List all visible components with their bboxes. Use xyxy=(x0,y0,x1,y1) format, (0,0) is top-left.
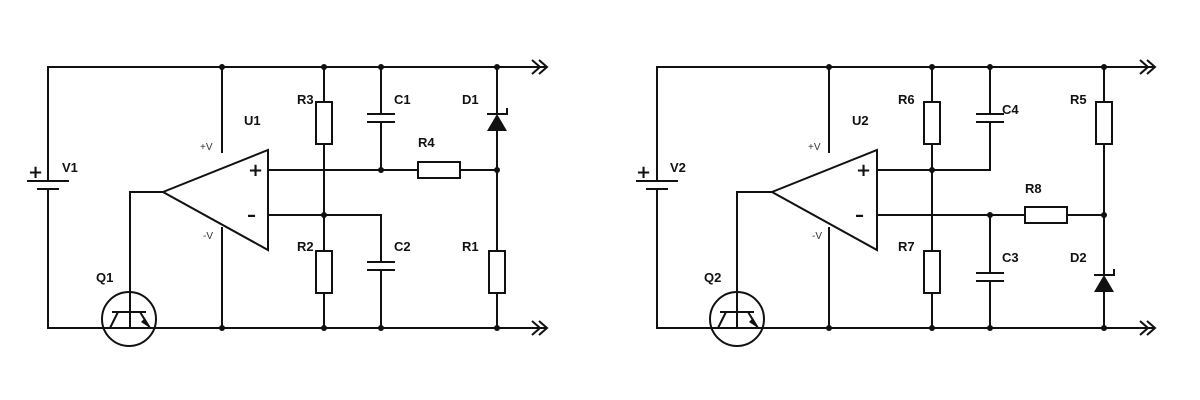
left-circuit: + V1 +V -V + – U1 Q1 R3 R2 C1 C2 xyxy=(27,59,549,347)
right-resistor-series xyxy=(1024,206,1068,224)
right-transistor-label: Q2 xyxy=(704,270,721,285)
left-battery-plus: + xyxy=(28,162,43,183)
right-transistor-icon xyxy=(709,291,765,347)
left-zener-label: D1 xyxy=(462,92,479,107)
right-resistor-right xyxy=(1095,101,1113,145)
left-resistor-series-label: R4 xyxy=(418,135,435,150)
left-resistor-series xyxy=(417,161,461,179)
left-opamp-minus-wire xyxy=(267,214,382,329)
left-transistor-icon xyxy=(101,291,157,347)
right-opamp-plus-wire xyxy=(876,121,991,171)
left-battery-label: V1 xyxy=(62,160,78,175)
left-opamp-symbol xyxy=(160,148,269,252)
right-opamp-vpos: +V xyxy=(808,142,821,153)
right-resistor-bottom xyxy=(923,250,941,294)
left-top-arrow-icon xyxy=(531,59,549,75)
left-resistor-top xyxy=(315,101,333,145)
right-zener-label: D2 xyxy=(1070,250,1087,265)
left-bottom-arrow-icon xyxy=(531,320,549,336)
right-battery-label: V2 xyxy=(670,160,686,175)
right-circuit: + V2 +V -V + – U2 Q2 R6 R7 C4 C3 xyxy=(636,59,1157,347)
right-opamp-output-wire xyxy=(736,191,773,329)
right-battery-symbol xyxy=(636,180,678,190)
left-resistor-right xyxy=(488,250,506,294)
left-cap-bottom-symbol xyxy=(367,261,395,271)
left-opamp-vneg: -V xyxy=(203,231,213,242)
right-top-arrow-icon xyxy=(1139,59,1157,75)
right-cap-bottom-symbol xyxy=(976,272,1004,282)
left-opamp-output-wire xyxy=(129,191,164,329)
left-opamp-label: U1 xyxy=(244,113,261,128)
left-transistor-label: Q1 xyxy=(96,270,113,285)
right-battery-plus: + xyxy=(636,162,651,183)
left-resistor-bottom-label: R2 xyxy=(297,239,314,254)
left-resistor-bottom xyxy=(315,250,333,294)
right-resistor-series-label: R8 xyxy=(1025,181,1042,196)
right-junctions xyxy=(826,64,1107,331)
right-cap-bottom-label: C3 xyxy=(1002,250,1019,265)
left-opamp-minus: – xyxy=(247,205,256,226)
right-resistor-top-label: R6 xyxy=(898,92,915,107)
left-battery-symbol xyxy=(27,180,69,190)
right-cap-top-symbol xyxy=(976,113,1004,123)
right-opamp-label: U2 xyxy=(852,113,869,128)
left-opamp-plus: + xyxy=(248,160,263,181)
left-resistor-top-label: R3 xyxy=(297,92,314,107)
left-cap-top-label: C1 xyxy=(394,92,411,107)
right-opamp-vneg: -V xyxy=(812,231,822,242)
right-resistor-bottom-label: R7 xyxy=(898,239,915,254)
right-bottom-arrow-icon xyxy=(1139,320,1157,336)
left-cap-bottom-label: C2 xyxy=(394,239,411,254)
left-cap-top-symbol xyxy=(367,113,395,123)
right-cap-top-label: C4 xyxy=(1002,102,1019,117)
left-zener-icon xyxy=(487,108,508,131)
left-resistor-right-label: R1 xyxy=(462,239,479,254)
right-opamp-minus: – xyxy=(855,205,864,226)
right-zener-icon xyxy=(1094,269,1115,292)
right-opamp-symbol xyxy=(769,148,878,252)
left-junctions xyxy=(219,64,500,331)
left-opamp-vpos: +V xyxy=(200,142,213,153)
right-opamp-plus: + xyxy=(856,160,871,181)
right-resistor-right-label: R5 xyxy=(1070,92,1087,107)
right-resistor-top xyxy=(923,101,941,145)
